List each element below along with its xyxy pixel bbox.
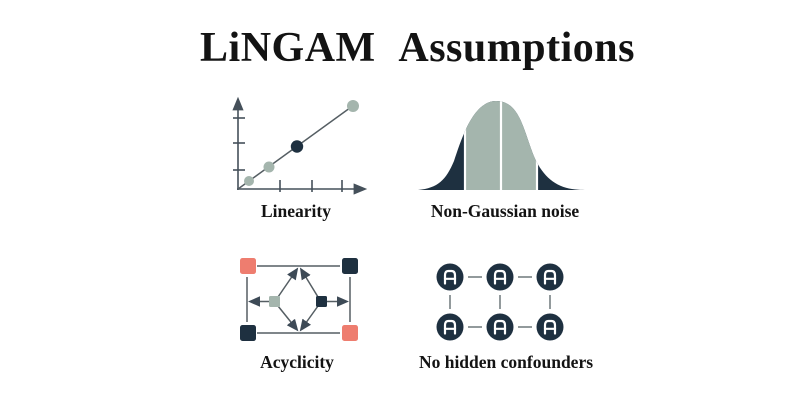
data-point (244, 176, 254, 186)
non-gaussian-figure (413, 88, 593, 193)
grid-connectors (449, 276, 551, 328)
variable-node-icon (485, 262, 515, 292)
corner-node-top-right (342, 258, 358, 274)
linearity-figure (220, 88, 375, 198)
no-hidden-confounders-label: No hidden confounders (418, 352, 594, 372)
inner-node-left (269, 296, 280, 307)
corner-node-bottom-left (240, 325, 256, 341)
acyclicity-label: Acyclicity (260, 352, 334, 372)
variable-node-icon (435, 312, 465, 342)
data-point (263, 161, 275, 173)
x-axis-ticks (279, 180, 343, 192)
diamond-arrows (248, 267, 349, 332)
acyclicity-figure (232, 250, 368, 350)
y-axis-ticks (233, 117, 245, 171)
corner-node-top-left (240, 258, 256, 274)
inner-node-right (316, 296, 327, 307)
variable-node-icon (435, 262, 465, 292)
non-gaussian-label: Non-Gaussian noise (430, 201, 580, 221)
dag-diagram (240, 258, 358, 341)
no-hidden-confounders-figure (428, 250, 578, 350)
edge-lines (246, 265, 351, 334)
data-point (290, 140, 304, 153)
page-title: LiNGAM Assumptions (200, 25, 635, 71)
data-point (347, 100, 359, 112)
node-grid (435, 262, 565, 342)
variable-node-icon (485, 312, 515, 342)
distribution-curve (418, 101, 589, 190)
corner-node-bottom-right (342, 325, 358, 341)
linearity-chart (232, 96, 368, 195)
variable-node-icon (535, 262, 565, 292)
linearity-label: Linearity (261, 201, 331, 221)
variable-node-icon (535, 312, 565, 342)
